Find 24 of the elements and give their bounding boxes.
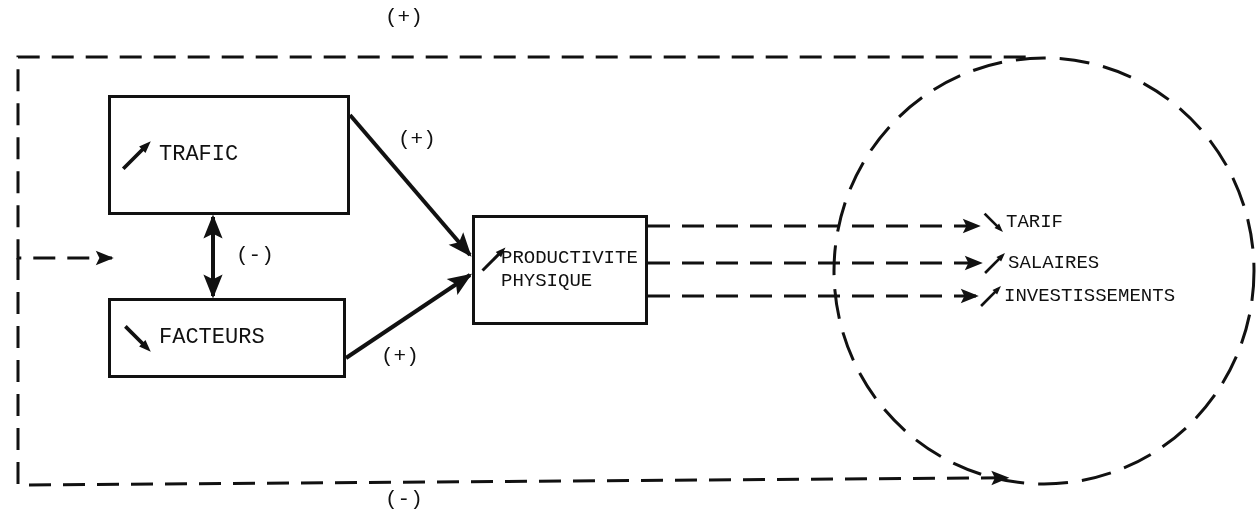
node-label: PRODUCTIVITE PHYSIQUE — [501, 247, 638, 292]
process-box — [108, 298, 346, 378]
node-label: TRAFIC — [159, 141, 239, 167]
edge-label: (-) — [236, 244, 274, 267]
edge-label: (+) — [381, 345, 419, 368]
edge-label: (+) — [385, 6, 423, 29]
node-label: SALAIRES — [1008, 251, 1100, 275]
arrow — [348, 113, 472, 257]
process-box — [472, 215, 648, 325]
process-box — [108, 95, 350, 215]
text-item — [978, 283, 1176, 309]
text-item — [982, 250, 1100, 276]
dashed-arrow — [16, 258, 1010, 487]
arrow — [203, 214, 223, 299]
node-label: TARIF — [1006, 210, 1063, 234]
edge-label: (-) — [385, 488, 423, 511]
node-label: INVESTISSEMENTS — [1004, 284, 1176, 308]
dashed-arrow — [648, 218, 981, 234]
dashed-arrow — [648, 255, 983, 271]
edge-label: (+) — [398, 128, 436, 151]
dashed-arrow — [648, 288, 979, 304]
dashed-arrow — [16, 55, 1026, 266]
arrow — [344, 273, 472, 360]
node-label: FACTEURS — [159, 324, 265, 350]
